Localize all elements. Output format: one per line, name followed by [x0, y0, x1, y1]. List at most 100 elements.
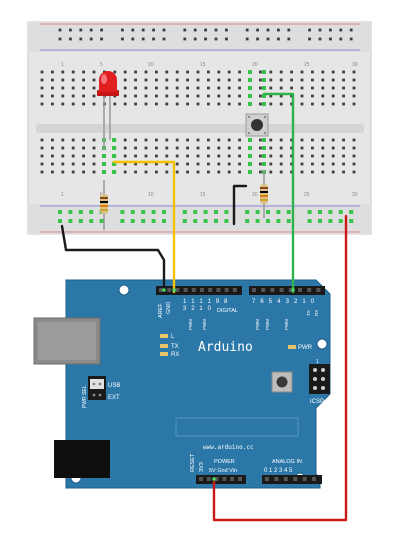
breadboard-hole	[227, 78, 231, 82]
breadboard-hole	[51, 146, 54, 150]
breadboard-hole	[165, 162, 169, 166]
breadboard-hole	[51, 154, 54, 158]
breadboard-hole	[269, 102, 273, 106]
breadboard-hole	[238, 102, 241, 106]
breadboard-hole	[331, 94, 335, 98]
header-pin	[175, 288, 180, 292]
rx-led-label: RX	[171, 352, 179, 358]
breadboard-hole	[287, 37, 291, 41]
breadboard-hole	[331, 86, 335, 90]
breadboard-hole	[331, 70, 335, 74]
digital-pin-number: 4	[277, 299, 281, 305]
breadboard-hole	[311, 78, 314, 82]
breadboard-hole	[155, 146, 158, 150]
breadboard-hole	[196, 102, 200, 106]
connected-hole	[99, 219, 104, 223]
breadboard-hole	[331, 138, 335, 142]
header-pin	[214, 477, 219, 481]
breadboard-hole	[311, 86, 314, 90]
breadboard-hole	[82, 102, 85, 106]
breadboard-hole	[92, 86, 96, 90]
breadboard-hole	[245, 37, 249, 41]
breadboard-hole	[183, 28, 187, 32]
breadboard-hole	[79, 28, 83, 32]
breadboard-hole	[186, 170, 189, 174]
breadboard-hole	[40, 154, 44, 158]
connected-hole	[286, 210, 291, 214]
breadboard-hole	[175, 138, 179, 142]
breadboard-hole	[51, 162, 54, 166]
connected-hole	[162, 219, 166, 223]
breadboard-hole	[259, 170, 262, 174]
connected-hole	[112, 154, 116, 158]
breadboard-hole	[196, 86, 200, 90]
breadboard-hole	[58, 28, 62, 32]
breadboard-hole	[238, 162, 241, 166]
breadboard-hole	[311, 138, 314, 142]
connected-hole	[318, 210, 322, 214]
header-pin	[307, 288, 312, 292]
icsp-pin	[313, 368, 317, 372]
header-pin	[312, 477, 316, 481]
breadboard-hole	[82, 154, 85, 158]
breadboard-hole	[141, 37, 145, 41]
onboard-leds: L TX RX PWR	[160, 334, 313, 358]
connected-hole	[203, 210, 208, 214]
breadboard-hole	[266, 28, 270, 32]
breadboard-hole	[269, 138, 273, 142]
breadboard-hole	[349, 37, 353, 41]
digital-pin-number: 5	[269, 299, 273, 305]
breadboard-hole	[217, 70, 221, 74]
breadboard-hole	[311, 70, 314, 74]
breadboard-hole	[186, 138, 189, 142]
breadboard-hole	[321, 94, 325, 98]
breadboard-hole	[300, 102, 304, 106]
breadboard-hole	[79, 37, 83, 41]
breadboard-hole	[321, 146, 325, 150]
breadboard-hole	[61, 154, 65, 158]
breadboard-hole	[155, 70, 158, 74]
analog-header	[262, 475, 322, 484]
icsp-pin	[321, 386, 325, 390]
breadboard-hole	[217, 162, 221, 166]
breadboard-hole	[207, 78, 210, 82]
breadboard-hole	[71, 94, 75, 98]
reset-button	[271, 371, 293, 393]
breadboard-hole	[227, 70, 231, 74]
connected-hole	[328, 210, 333, 214]
header-pin	[159, 288, 163, 292]
breadboard-hole	[82, 162, 85, 166]
breadboard-hole	[290, 138, 293, 142]
breadboard-hole	[279, 94, 283, 98]
connected-hole	[248, 70, 252, 74]
breadboard-hole	[40, 70, 44, 74]
header-pin	[191, 288, 196, 292]
breadboard-hole	[279, 162, 283, 166]
breadboard-hole	[279, 154, 283, 158]
breadboard-hole	[342, 102, 345, 106]
col-num: 10	[148, 62, 154, 68]
breadboard-hole	[40, 102, 44, 106]
breadboard-hole	[227, 170, 231, 174]
breadboard-hole	[186, 86, 189, 90]
wire-5v-red	[212, 214, 348, 522]
connected-hole	[102, 154, 106, 158]
breadboard-hole	[134, 86, 137, 90]
wire-yellow	[112, 160, 176, 294]
breadboard-hole	[193, 37, 197, 41]
breadboard-hole	[155, 86, 158, 90]
breadboard-hole	[300, 162, 304, 166]
mounting-hole	[118, 284, 130, 296]
icsp-pin1: 1	[316, 359, 319, 365]
breadboard-hole	[204, 37, 207, 41]
breadboard-hole	[256, 37, 259, 41]
breadboard-hole	[155, 138, 158, 142]
connected-hole	[255, 210, 260, 214]
breadboard-hole	[144, 94, 148, 98]
breadboard-hole	[259, 86, 262, 90]
breadboard-hole	[155, 78, 158, 82]
breadboard-hole	[342, 78, 345, 82]
breadboard-hole	[61, 138, 65, 142]
breadboard-hole	[186, 78, 189, 82]
connected-hole	[68, 210, 73, 214]
